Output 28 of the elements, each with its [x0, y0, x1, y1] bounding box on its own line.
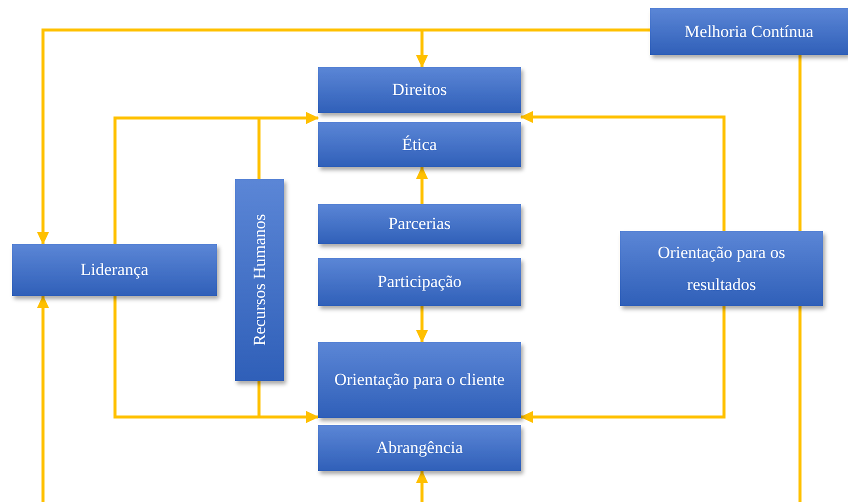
box-label: Participação: [377, 271, 462, 293]
process-box: [12, 244, 217, 296]
process-box: [318, 122, 521, 167]
connector-arrow: [416, 470, 428, 502]
connector-arrow: [520, 306, 726, 423]
box-label: Liderança: [80, 259, 148, 281]
connector-arrow: [416, 166, 428, 204]
process-box: [620, 231, 823, 306]
connector-arrow: [416, 306, 428, 343]
process-box: [318, 67, 521, 113]
box-label: Orientação para o cliente: [334, 369, 505, 391]
process-box: [318, 342, 521, 418]
connector-arrow: [520, 111, 726, 231]
process-box: [318, 258, 521, 306]
box-label: Orientação para os resultados: [656, 242, 786, 296]
process-box: [235, 179, 284, 381]
box-label: Recursos Humanos: [251, 214, 268, 346]
box-label: Ética: [402, 134, 437, 156]
box-label: Melhoria Contínua: [684, 20, 814, 42]
process-box: [318, 425, 521, 471]
connector-arrow: [258, 381, 319, 423]
connector-arrow: [37, 295, 49, 502]
box-label: Direitos: [392, 79, 447, 101]
box-label: Parcerias: [388, 213, 451, 235]
box-label: Abrangência: [376, 437, 463, 459]
process-box: [650, 8, 848, 55]
process-box: [318, 204, 521, 244]
connector-arrow: [258, 112, 319, 179]
